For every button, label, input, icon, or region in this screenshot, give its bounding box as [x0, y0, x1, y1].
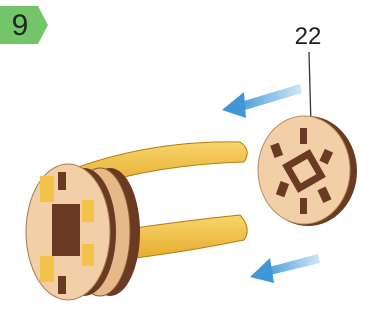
- leader-line: [309, 52, 311, 126]
- part-22-disk: [258, 116, 357, 226]
- arrow-top-icon: [222, 84, 302, 118]
- arrow-bottom-icon: [250, 254, 320, 283]
- assembled-end-piece: [26, 164, 140, 300]
